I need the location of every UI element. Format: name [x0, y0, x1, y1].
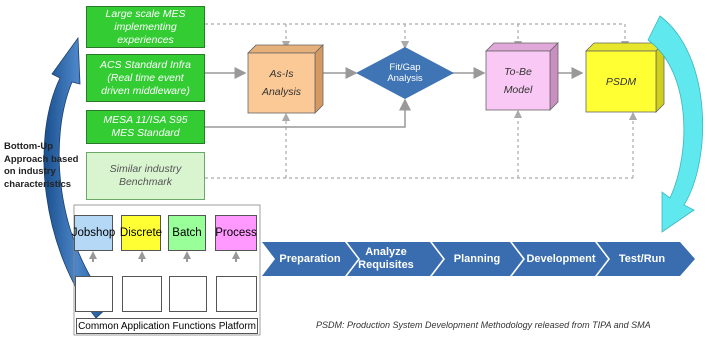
benchmark-box: Similar industry Benchmark	[86, 152, 205, 200]
mesa-line-1: MESA 11/ISA S95	[103, 114, 188, 126]
batch-icon-frame	[169, 276, 207, 312]
footnote-text: PSDM: Production System Development Meth…	[316, 320, 651, 330]
industry-process-label: Process	[215, 227, 257, 239]
to-be-line-2: Model	[503, 83, 533, 96]
industry-batch-label: Batch	[172, 227, 202, 239]
phase-development-label: Development	[526, 252, 596, 265]
arrow-mesa-to-fitgap	[205, 98, 411, 128]
phase-planning: Planning	[442, 242, 512, 276]
fit-gap-label: Fit/Gap Analysis	[356, 57, 454, 89]
benchmark-line-1: Similar industry	[109, 163, 182, 175]
fit-gap-line-2: Analysis	[387, 73, 423, 84]
mesa-line-2: MES Standard	[111, 127, 180, 139]
fit-gap-diamond	[356, 47, 454, 99]
psdm-box	[585, 42, 665, 113]
to-be-box	[485, 42, 559, 111]
phase-preparation: Preparation	[272, 242, 348, 276]
acs-infra-line-2: (Real time event	[107, 71, 184, 84]
as-is-box	[247, 44, 324, 114]
psdm-label: PSDM	[586, 51, 656, 112]
benchmark-line-2: Benchmark	[118, 176, 173, 188]
approach-line-4: characteristics	[4, 178, 72, 190]
approach-line-1: Bottom-Up	[4, 141, 54, 152]
bottom-up-arc	[43, 36, 111, 319]
bottom-up-text: Bottom-Up Approach based on industry cha…	[4, 141, 88, 191]
approach-line-3: on industry	[4, 166, 56, 177]
process-icon-frame	[216, 276, 257, 312]
platform-label: Common Application Functions Platform	[76, 318, 258, 334]
as-is-label: As-Is Analysis	[248, 53, 315, 113]
phase-testrun: Test/Run	[606, 242, 678, 276]
industry-process: Process	[215, 215, 257, 251]
as-is-line-1: As-Is	[269, 68, 294, 80]
phase-analyze: Analyze Requisites	[356, 242, 416, 276]
platform-text: Common Application Functions Platform	[78, 320, 256, 332]
industry-discrete: Discrete	[119, 215, 163, 251]
loop-back-arc	[647, 15, 704, 233]
mesa-box: MESA 11/ISA S95 MES Standard	[86, 110, 205, 144]
industry-jobshop: Jobshop	[71, 215, 116, 251]
approach-line-2: Approach based	[4, 153, 79, 165]
psdm-text: PSDM	[605, 75, 637, 88]
mes-experience-box: Large scale MES implementing experiences	[86, 6, 205, 48]
mes-experience-label: Large scale MES implementing experiences	[105, 7, 186, 46]
phase-analyze-label: Analyze Requisites	[358, 246, 414, 271]
phase-preparation-label: Preparation	[279, 252, 341, 265]
acs-infra-line-1: ACS Standard Infra	[99, 58, 192, 71]
discrete-icon-frame	[122, 276, 162, 312]
phase-planning-label: Planning	[453, 252, 501, 265]
fit-gap-line-1: Fit/Gap	[389, 62, 421, 73]
platform-frame	[73, 204, 261, 336]
to-be-line-1: To-Be	[504, 65, 532, 78]
footnote: PSDM: Production System Development Meth…	[316, 320, 651, 330]
industry-jobshop-label: Jobshop	[71, 227, 116, 239]
acs-infra-box: ACS Standard Infra (Real time event driv…	[86, 54, 205, 102]
industry-batch: Batch	[168, 215, 206, 251]
acs-infra-line-3: driven middleware)	[101, 84, 190, 97]
phase-testrun-label: Test/Run	[618, 252, 666, 265]
jobshop-icon-frame	[75, 276, 113, 312]
phase-development: Development	[522, 242, 600, 276]
as-is-line-2: Analysis	[261, 86, 302, 98]
to-be-label: To-Be Model	[486, 51, 550, 110]
industry-discrete-label: Discrete	[119, 227, 163, 239]
